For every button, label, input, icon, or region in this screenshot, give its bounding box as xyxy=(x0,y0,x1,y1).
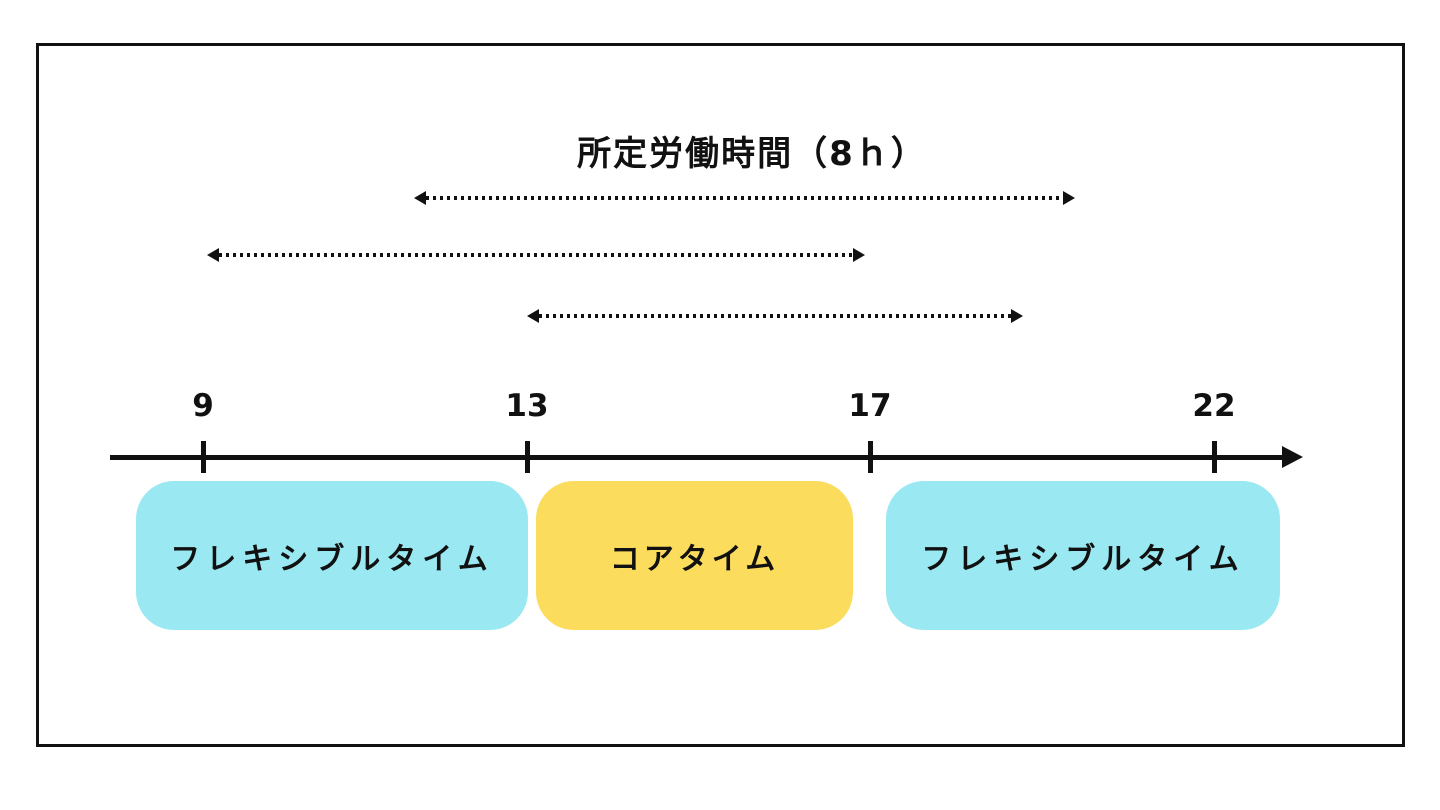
right-arrowhead-icon xyxy=(1282,446,1303,468)
arrowhead-right-icon xyxy=(1011,309,1023,323)
arrowhead-right-icon xyxy=(853,248,865,262)
arrowhead-left-icon xyxy=(527,309,539,323)
arrowhead-right-icon xyxy=(1063,191,1075,205)
tick-mark xyxy=(525,441,530,473)
work-span-arrow-middle xyxy=(207,247,865,263)
tick-mark xyxy=(868,441,873,473)
arrowhead-left-icon xyxy=(207,248,219,262)
diagram-title: 所定労働時間（8ｈ） xyxy=(577,134,927,174)
tick-label-9: 9 xyxy=(192,388,214,424)
dotted-line xyxy=(426,196,1063,200)
flexible-time-block-morning: フレキシブルタイム xyxy=(136,481,528,630)
flexible-time-block-evening: フレキシブルタイム xyxy=(886,481,1280,630)
core-time-block: コアタイム xyxy=(536,481,853,630)
work-span-arrow-bottom xyxy=(527,308,1023,324)
work-span-arrow-top xyxy=(414,190,1075,206)
tick-mark xyxy=(1212,441,1217,473)
time-axis-line xyxy=(110,455,1284,460)
dotted-line xyxy=(539,314,1011,318)
tick-mark xyxy=(201,441,206,473)
tick-label-17: 17 xyxy=(848,388,892,424)
tick-label-22: 22 xyxy=(1192,388,1236,424)
arrowhead-left-icon xyxy=(414,191,426,205)
dotted-line xyxy=(219,253,853,257)
tick-label-13: 13 xyxy=(505,388,549,424)
